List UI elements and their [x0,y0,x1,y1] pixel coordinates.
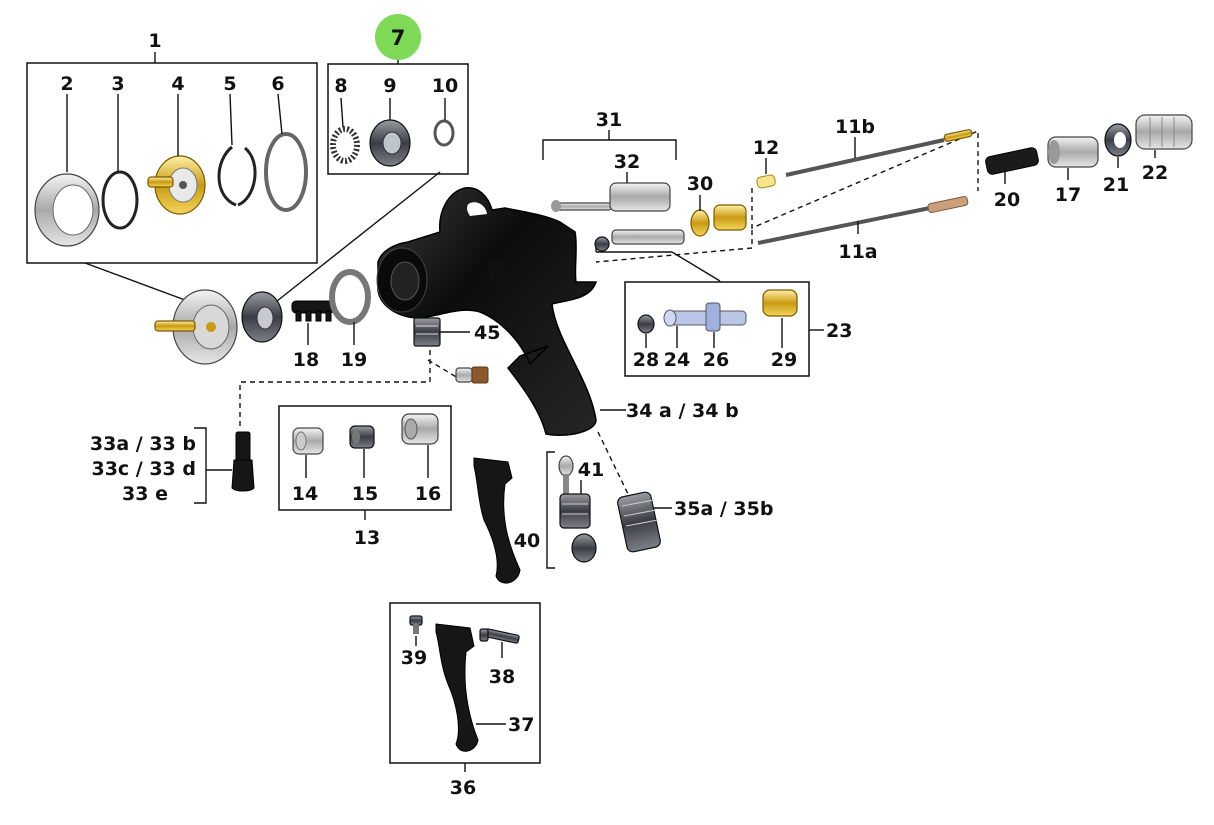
group-40-air-adjust-kit: 40 41 [514,451,604,569]
label-33-line3: 33 e [122,483,168,505]
group-23-box [624,281,810,377]
part-35-air-inlet [617,491,661,553]
label-36: 36 [450,777,476,799]
part-20-spring [985,147,1039,175]
label-18: 18 [293,349,319,371]
part-39-screw [409,615,423,634]
part-18-baffle [291,300,335,322]
label-28: 28 [633,349,659,371]
part-6-ring [264,132,308,212]
group-13-fluid-inlet-kit: 13 14 15 16 [278,405,452,549]
label-9: 9 [383,75,396,97]
highlight-badge-7 [375,14,421,60]
label-16: 16 [415,483,441,505]
label-30: 30 [687,173,713,195]
part-19-gasket [329,269,371,325]
part-33-air-valve [231,431,255,492]
part-10-washer [433,119,455,147]
assembled-nozzle [241,291,283,343]
label-13: 13 [354,527,380,549]
group-1-box [26,62,318,264]
label-15: 15 [352,483,378,505]
label-33-line2: 33c / 33 d [91,458,196,480]
label-26: 26 [703,349,729,371]
part-5-snap-ring [217,145,257,207]
group-7-box [327,63,469,175]
part-16-nut [401,413,439,445]
label-6: 6 [271,73,284,95]
group-1-air-cap-kit: 1 2 3 4 5 6 [26,30,318,264]
part-45-fitting [413,317,441,347]
label-1: 1 [148,30,161,52]
group-36-trigger-kit: 36 37 38 39 [389,602,541,799]
label-40: 40 [514,530,540,552]
part-9-nozzle [369,119,411,167]
label-20: 20 [994,189,1020,211]
label-3: 3 [111,73,124,95]
part-12-needle-tip [756,174,776,189]
label-29: 29 [771,349,797,371]
part-41-air-valve-stem [558,455,597,563]
part-11b-fluid-needle [785,129,973,177]
label-24: 24 [664,349,690,371]
label-4: 4 [171,73,184,95]
part-3-o-ring [101,170,139,230]
part-spring-small [713,204,747,231]
label-39: 39 [401,647,427,669]
part-11a-fluid-needle [757,196,969,245]
part-30-seal [690,209,710,237]
part-14-bushing [292,427,324,455]
label-2: 2 [60,73,73,95]
part-8-washer [330,126,360,164]
group-23-valve-kit: 23 28 24 26 29 [624,281,852,377]
part-37-trigger [435,623,479,752]
label-14: 14 [292,483,318,505]
label-33-line1: 33a / 33 b [90,433,196,455]
label-5: 5 [223,73,236,95]
part-22-adjust-knob [1135,114,1193,150]
label-8: 8 [334,75,347,97]
part-2-retaining-ring [34,173,100,247]
label-11a: 11a [838,241,877,263]
label-22: 22 [1142,162,1168,184]
label-37: 37 [508,714,534,736]
assembled-air-cap [154,289,238,365]
part-29-spring [762,289,798,317]
label-31: 31 [596,109,622,131]
label-12: 12 [753,137,779,159]
part-4-air-cap [147,155,206,215]
part-13-fitting-assembled [455,366,489,384]
part-38-pin [479,628,520,644]
label-11b: 11b [835,116,875,138]
label-23: 23 [826,320,852,342]
label-7: 7 [391,26,406,50]
label-17: 17 [1055,184,1081,206]
part-15-seal [349,425,375,449]
group-7-nozzle-kit: 7 8 9 10 [327,14,469,175]
label-19: 19 [341,349,367,371]
part-valve-stem-assembled [594,229,685,252]
label-21: 21 [1103,174,1129,196]
part-21-washer [1104,123,1132,157]
part-trigger [473,457,521,584]
label-38: 38 [489,666,515,688]
part-28-nut [637,314,655,334]
label-35: 35a / 35b [674,498,773,520]
label-45: 45 [474,322,500,344]
part-32-fluid-needle-packing [551,182,671,212]
part-34-gun-body [376,187,598,436]
label-10: 10 [432,75,458,97]
label-32: 32 [614,151,640,173]
label-34: 34 a / 34 b [626,400,739,422]
part-17-adjust-nut [1047,136,1099,168]
group-31-valve-kit: 31 32 30 [542,109,747,253]
label-41: 41 [578,459,604,481]
part-24-26-valve-stem [663,302,747,332]
